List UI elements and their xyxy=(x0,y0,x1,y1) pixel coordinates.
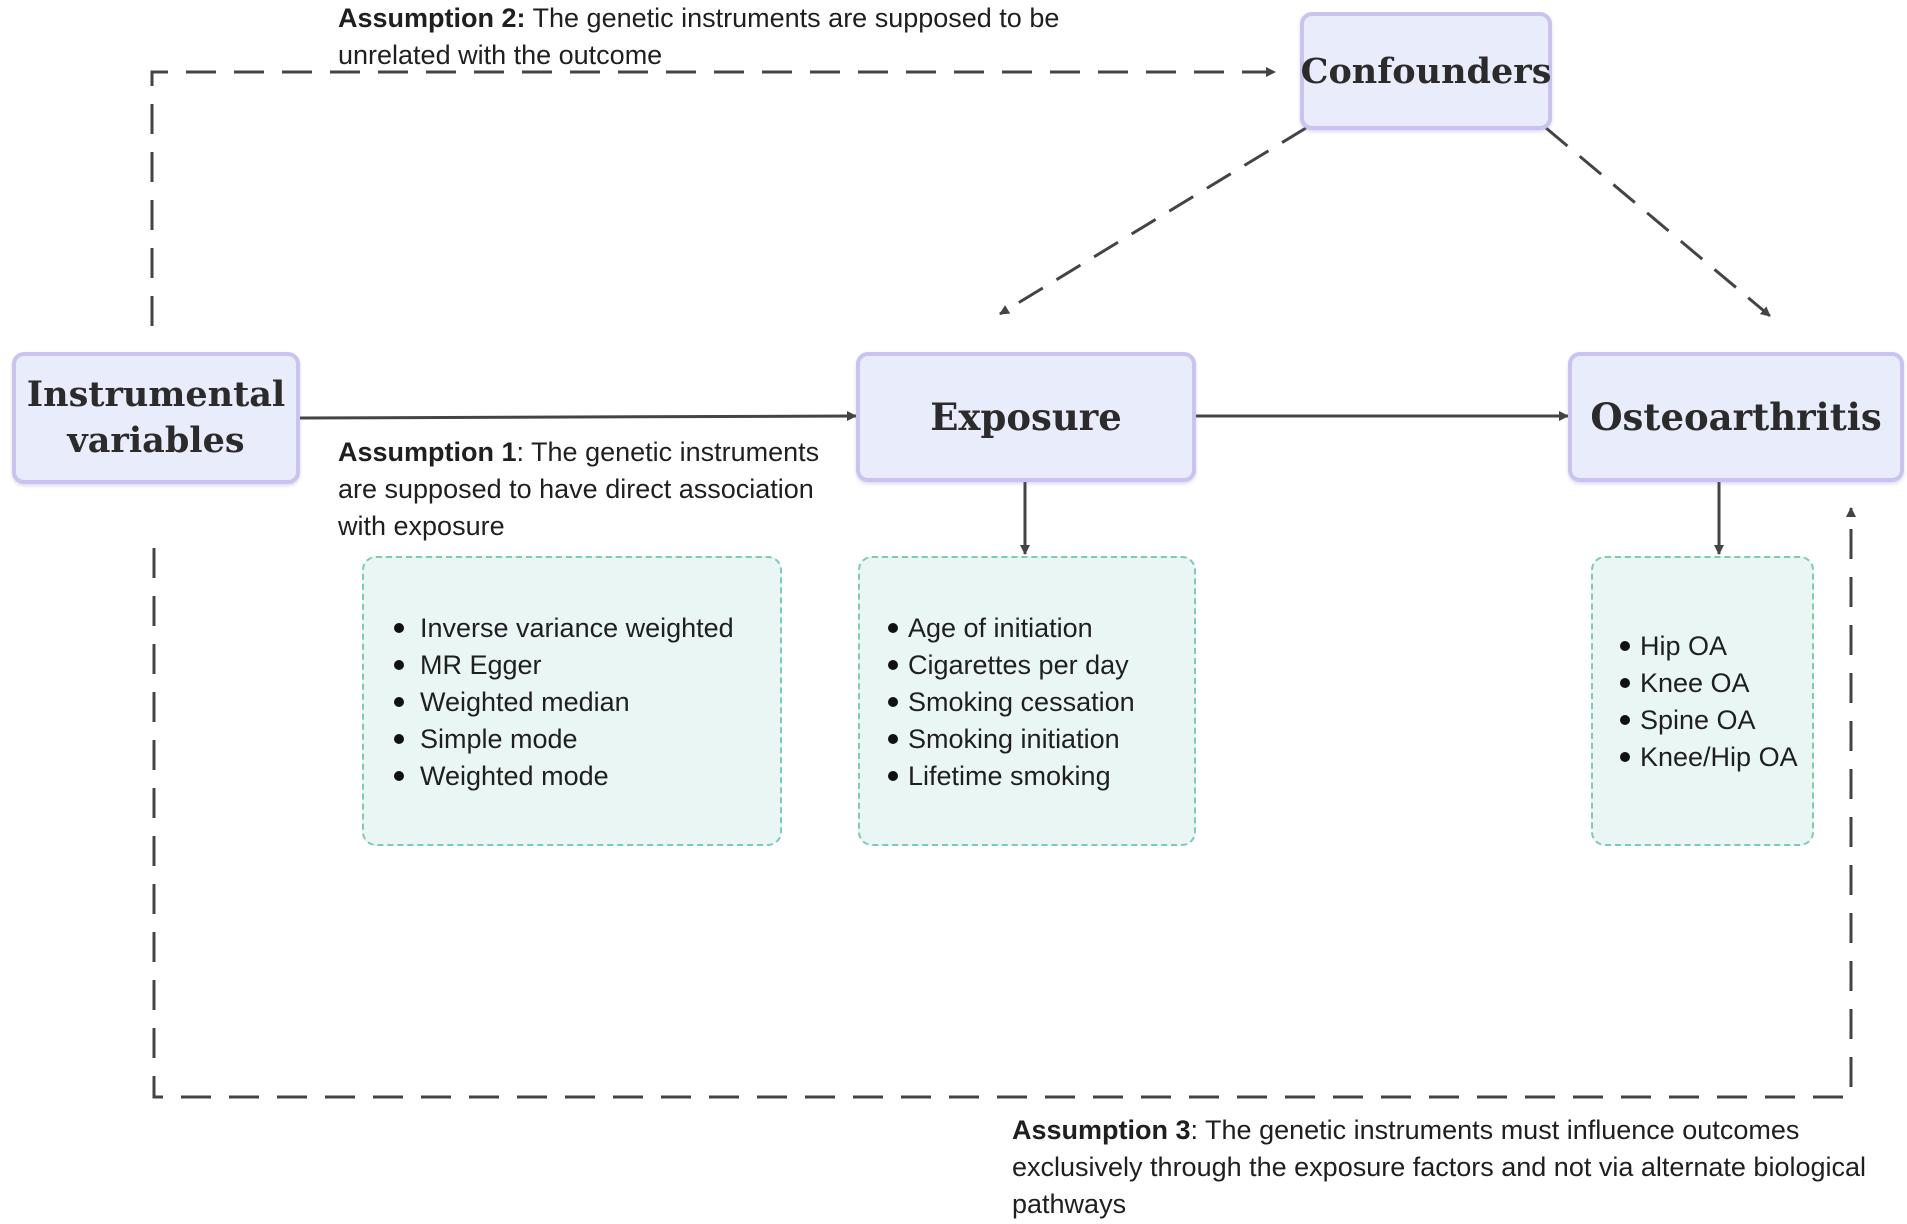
list-item: Lifetime smoking xyxy=(888,758,1135,795)
list-item: Cigarettes per day xyxy=(888,647,1135,684)
bullet-icon xyxy=(888,697,898,707)
methods-list: Inverse variance weighted MR Egger Weigh… xyxy=(394,610,734,795)
instrumental-variables-node: Instrumental variables xyxy=(12,352,300,484)
assumption-3-body: : The genetic instruments must influence… xyxy=(1012,1115,1867,1219)
list-item: Inverse variance weighted xyxy=(394,610,734,647)
list-item: Smoking cessation xyxy=(888,684,1135,721)
path-assumption-2 xyxy=(150,67,1276,326)
osteoarthritis-label: Osteoarthritis xyxy=(1590,395,1882,439)
path-assumption-3 xyxy=(152,507,1856,1099)
outcome-list-box: Hip OA Knee OA Spine OA Knee/Hip OA xyxy=(1591,556,1814,846)
bullet-icon xyxy=(394,771,404,781)
bullet-icon xyxy=(394,734,404,744)
assumption-3-label: Assumption 3 xyxy=(1012,1115,1191,1145)
assumption-1-label: Assumption 1 xyxy=(338,437,517,467)
exposure-list: Age of initiation Cigarettes per day Smo… xyxy=(888,610,1135,795)
list-item: Hip OA xyxy=(1620,628,1798,665)
bullet-icon xyxy=(394,697,404,707)
bullet-icon xyxy=(888,660,898,670)
instrumental-label-line2: variables xyxy=(67,420,245,461)
exposure-label: Exposure xyxy=(930,395,1122,439)
bullet-icon xyxy=(888,623,898,633)
exposure-list-box: Age of initiation Cigarettes per day Smo… xyxy=(858,556,1196,846)
list-item: Weighted median xyxy=(394,684,734,721)
bullet-icon xyxy=(394,660,404,670)
instrumental-label-line1: Instrumental xyxy=(26,374,286,415)
confounders-label: Confounders xyxy=(1300,50,1552,92)
list-item: Knee/Hip OA xyxy=(1620,739,1798,776)
bullet-icon xyxy=(394,623,404,633)
confounders-node: Confounders xyxy=(1300,12,1552,130)
arrow-confounders-to-exposure xyxy=(999,126,1307,316)
list-item: Smoking initiation xyxy=(888,721,1135,758)
bullet-icon xyxy=(1620,678,1630,688)
bullet-icon xyxy=(888,771,898,781)
list-item: Knee OA xyxy=(1620,665,1798,702)
bullet-icon xyxy=(888,734,898,744)
bullet-icon xyxy=(1620,752,1630,762)
assumption-1-text: Assumption 1: The genetic instruments ar… xyxy=(338,434,838,545)
outcome-list: Hip OA Knee OA Spine OA Knee/Hip OA xyxy=(1620,628,1798,776)
arrow-confounders-to-outcome xyxy=(1545,126,1771,318)
list-item: Age of initiation xyxy=(888,610,1135,647)
assumption-2-body: The genetic instruments are supposed to … xyxy=(338,3,1060,70)
assumption-2-text: Assumption 2: The genetic instruments ar… xyxy=(338,0,1138,74)
arrow-iv-to-exposure xyxy=(299,411,857,422)
bullet-icon xyxy=(1620,641,1630,651)
bullet-icon xyxy=(1620,715,1630,725)
list-item: Weighted mode xyxy=(394,758,734,795)
assumption-3-text: Assumption 3: The genetic instruments mu… xyxy=(1012,1112,1872,1223)
exposure-node: Exposure xyxy=(856,352,1196,482)
osteoarthritis-node: Osteoarthritis xyxy=(1568,352,1904,482)
assumption-2-label: Assumption 2: xyxy=(338,3,526,33)
assumption-1-body: : The genetic instruments are supposed t… xyxy=(338,437,820,541)
list-item: MR Egger xyxy=(394,647,734,684)
list-item: Simple mode xyxy=(394,721,734,758)
methods-list-box: Inverse variance weighted MR Egger Weigh… xyxy=(362,556,782,846)
list-item: Spine OA xyxy=(1620,702,1798,739)
